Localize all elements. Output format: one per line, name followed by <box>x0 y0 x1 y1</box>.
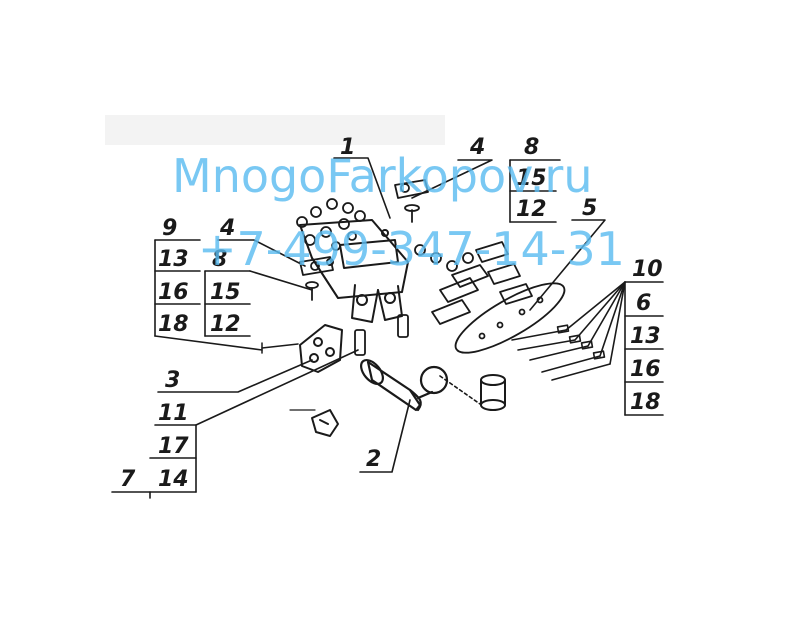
label-17: 17 <box>158 434 189 459</box>
label-4-top: 4 <box>469 135 485 160</box>
label-18-left: 18 <box>158 312 189 337</box>
label-8-top: 8 <box>524 135 539 160</box>
label-8-lower: 8 <box>212 247 227 272</box>
label-18-right: 18 <box>630 390 661 415</box>
upper-bolt <box>394 179 429 223</box>
label-7: 7 <box>120 467 136 492</box>
leader-lines <box>111 157 664 499</box>
label-10: 10 <box>632 257 663 282</box>
long-bolts <box>511 324 611 381</box>
label-16-right: 16 <box>630 357 661 382</box>
label-13-right: 13 <box>630 324 661 349</box>
cylinder-cap <box>480 374 506 411</box>
main-bracket <box>299 219 409 323</box>
label-12-top: 12 <box>516 197 547 222</box>
label-2: 2 <box>366 447 381 472</box>
side-plate <box>261 324 343 373</box>
part-labels: 1 4 8 15 12 5 9 13 16 18 4 8 15 12 10 6 … <box>120 135 663 492</box>
fastener-cluster <box>296 198 474 272</box>
label-9: 9 <box>162 216 177 241</box>
scan-background <box>105 115 445 145</box>
label-4-lower: 4 <box>219 216 235 241</box>
label-15-top: 15 <box>516 166 547 191</box>
label-3: 3 <box>165 368 180 393</box>
label-6: 6 <box>636 291 651 316</box>
tow-ball-arm <box>360 359 449 412</box>
label-5: 5 <box>582 196 597 221</box>
label-15-lower: 15 <box>210 280 241 305</box>
watermark: MnogoFarkopov.ru +7-499-347-14-31 <box>172 149 625 276</box>
label-11: 11 <box>158 401 189 426</box>
label-13-left: 13 <box>158 247 189 272</box>
watermark-phone: +7-499-347-14-31 <box>198 222 625 276</box>
label-14: 14 <box>158 467 189 492</box>
vertical-studs <box>354 314 409 356</box>
label-16-left: 16 <box>158 280 189 305</box>
watermark-site: MnogoFarkopov.ru <box>172 149 593 203</box>
reinforcement-plate <box>454 282 566 354</box>
label-12-lower: 12 <box>210 312 241 337</box>
label-1: 1 <box>340 135 355 160</box>
small-bracket <box>289 409 339 437</box>
